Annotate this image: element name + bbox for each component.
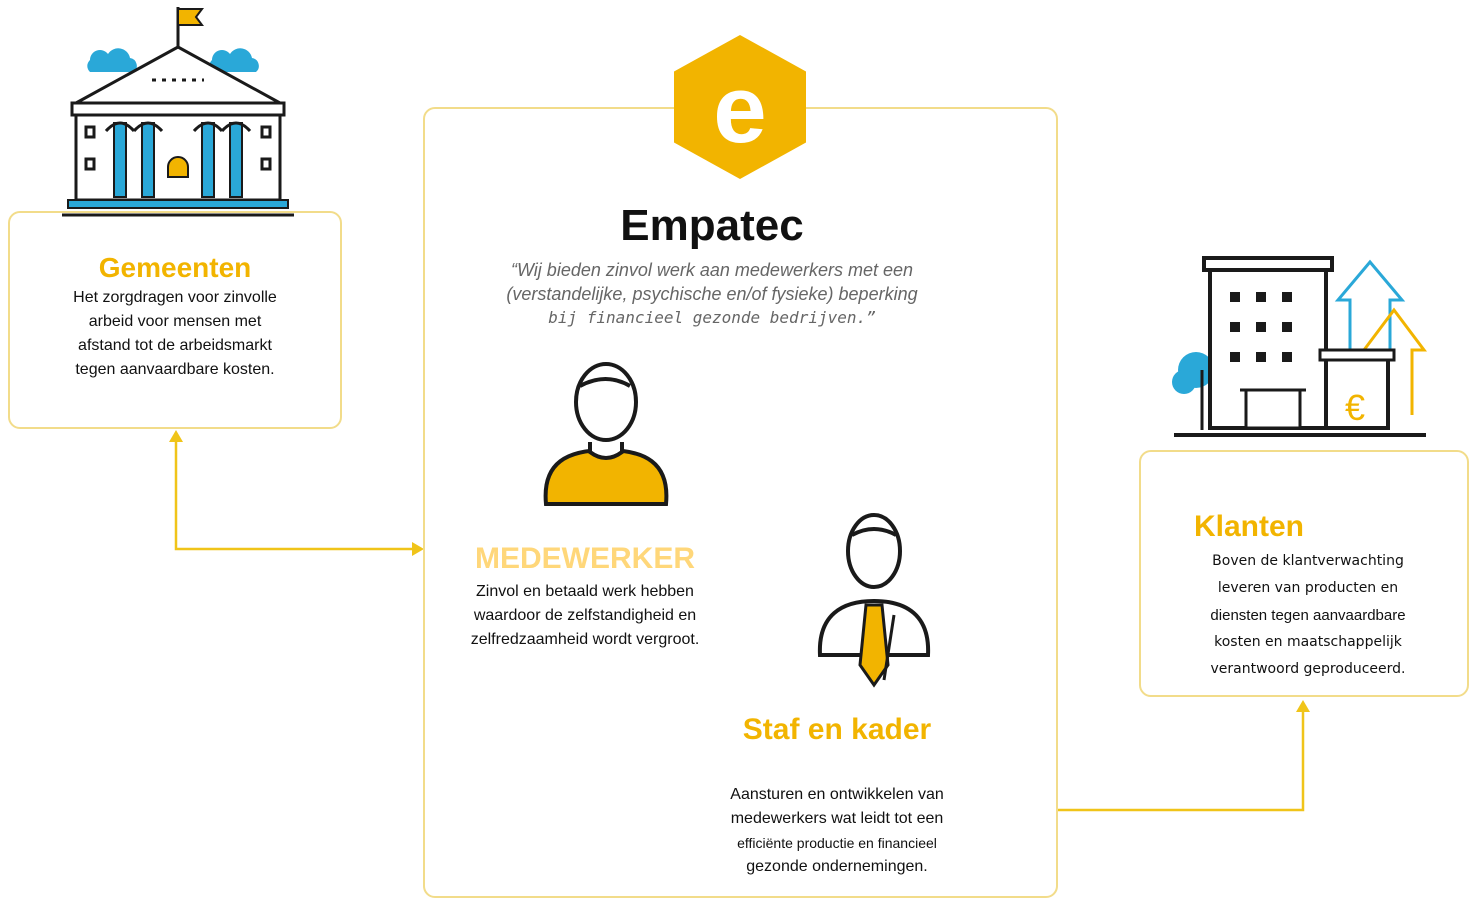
gemeenten-line-4: tegen aanvaardbare kosten. (75, 361, 275, 378)
empatec-quote-line-2: (verstandelijke, psychische en/of fysiek… (506, 284, 918, 304)
empatec-box (423, 107, 1058, 898)
medewerker-line-2: waardoor de zelfstandigheid en (473, 607, 697, 624)
city-hall-icon (62, 7, 294, 217)
klanten-title: Klanten (1194, 510, 1305, 543)
arrow-up-gemeenten (169, 430, 183, 442)
connector-gemeenten-empatec (174, 438, 418, 551)
manager-icon (817, 513, 931, 688)
klanten-text-group: Boven de klantverwachting leveren van pr… (1150, 548, 1466, 683)
arrow-up-klanten (1296, 700, 1310, 712)
klanten-line-2: leveren van producten en (1217, 580, 1399, 596)
empatec-quote: “Wij bieden zinvol werk aan medewerkers … (423, 258, 1001, 330)
empatec-quote-line-1: “Wij bieden zinvol werk aan medewerkers … (510, 260, 913, 280)
klanten-box (1139, 450, 1469, 697)
gemeenten-title: Gemeenten (98, 252, 252, 283)
gemeenten-line-3: afstand tot de arbeidsmarkt (78, 337, 272, 354)
gemeenten-line-2: arbeid voor mensen met (88, 313, 262, 330)
klanten-line-5: verantwoord geproduceerd. (1210, 661, 1406, 677)
staf-title: Staf en kader (742, 713, 932, 746)
klanten-line-3: diensten tegen aanvaardbare (1210, 607, 1406, 624)
staf-line-2: medewerkers wat leidt tot een (730, 810, 944, 827)
arrow-right-empatec (412, 542, 424, 556)
gemeenten-text-group: Gemeenten Het zorgdragen voor zinvolle a… (8, 250, 342, 382)
empatec-logo-icon: e (674, 35, 806, 179)
klanten-line-4: kosten en maatschappelijk (1214, 634, 1402, 650)
empatec-title: Empatec (620, 201, 804, 250)
medewerker-title: MEDEWERKER (474, 542, 695, 575)
gemeenten-box (8, 211, 342, 429)
employee-icon (543, 362, 669, 506)
staf-line-1: Aansturen en ontwikkelen van (730, 786, 944, 803)
logo-letter: e (713, 56, 766, 163)
staf-text-group: Aansturen en ontwikkelen van medewerkers… (700, 783, 974, 879)
medewerker-text-group: MEDEWERKER Zinvol en betaald werk hebben… (440, 540, 730, 652)
medewerker-line-3: zelfredzaamheid wordt vergroot. (470, 631, 700, 648)
klanten-line-1: Boven de klantverwachting (1212, 553, 1404, 569)
company-building-icon: € (1172, 256, 1427, 437)
connector-empatec-klanten (1058, 708, 1305, 812)
empatec-quote-line-3: bij financieel gezonde bedrijven.” (548, 308, 876, 327)
staf-line-4: gezonde ondernemingen. (746, 858, 928, 875)
medewerker-line-1: Zinvol en betaald werk hebben (476, 583, 694, 600)
svg-text:€: € (1345, 387, 1365, 428)
staf-line-3: efficiënte productie en financieel (737, 835, 937, 851)
gemeenten-line-1: Het zorgdragen voor zinvolle (73, 289, 277, 306)
